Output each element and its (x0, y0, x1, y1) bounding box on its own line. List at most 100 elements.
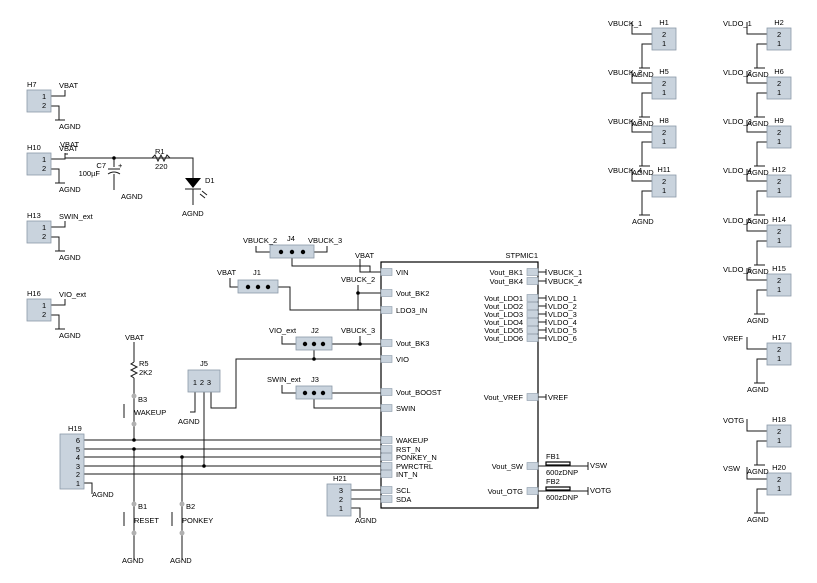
wire (746, 337, 767, 350)
net-label: VLDO_3 (723, 117, 752, 126)
agnd-label: AGND (747, 70, 769, 79)
wire (278, 286, 358, 311)
jumper-pin (265, 284, 271, 290)
wire (51, 299, 66, 306)
net-label: VIO_ext (59, 290, 87, 299)
agnd-label: AGND (632, 217, 654, 226)
ic-pin-label: Vout_LDO5 (484, 326, 523, 335)
resistor-r5 (129, 361, 139, 379)
junction-dot (356, 291, 360, 295)
header-h10 (26, 152, 52, 176)
switch-contact (179, 501, 185, 507)
header-h20 (766, 472, 792, 496)
components (26, 27, 792, 536)
agnd-label: AGND (170, 556, 192, 565)
net-label: VBUCK_3 (341, 326, 375, 335)
wire (756, 488, 767, 513)
wire (51, 153, 66, 160)
net-label: VBAT (355, 251, 374, 260)
switch-contact (131, 530, 137, 536)
header-ref: H17 (772, 333, 786, 342)
pin-number: 1 (42, 223, 46, 232)
junction-dot (312, 357, 316, 361)
wire (51, 90, 66, 97)
wire (357, 285, 381, 311)
header-ref: H2 (774, 18, 784, 27)
header-ref: H13 (27, 211, 41, 220)
wire (281, 385, 296, 394)
wire (756, 190, 767, 215)
wire (631, 169, 652, 182)
net-label: VOTG (723, 416, 744, 425)
net-label: VBAT (125, 333, 144, 342)
wire (631, 22, 652, 35)
net-label: VBUCK_3 (308, 236, 342, 245)
part-ref: B3 (138, 395, 147, 404)
agnd-label: AGND (747, 267, 769, 276)
wire (51, 314, 60, 329)
net-label: VLDO_3 (548, 310, 577, 319)
ic-pin-vout_ldo6 (526, 334, 539, 342)
header-h9 (766, 125, 792, 149)
header-ref: H18 (772, 415, 786, 424)
header-ref: H1 (659, 18, 669, 27)
pin-number: 2 (339, 495, 343, 504)
jumper-ref: J5 (200, 359, 208, 368)
wire (313, 399, 381, 409)
agnd-label: AGND (121, 192, 143, 201)
junction-dot (132, 438, 136, 442)
wire (746, 22, 767, 35)
net-label: VBUCK_2 (243, 236, 277, 245)
header-ref: H21 (333, 474, 347, 483)
ic-pin-vout_otg (526, 487, 539, 495)
switch-label: PONKEY (182, 516, 213, 525)
header-ref: H15 (772, 264, 786, 273)
ic-pin-label: VIN (396, 268, 409, 277)
pin-number: 6 (76, 436, 80, 445)
ic-pin-label: Vout_SW (492, 462, 524, 471)
pin-number: 1 (662, 88, 666, 97)
part-value: 2K2 (139, 368, 152, 377)
pin-number: 1 (777, 39, 781, 48)
part-ref: FB2 (546, 477, 560, 486)
pin-number: 3 (339, 486, 343, 495)
pin-number: 2 (42, 164, 46, 173)
net-label: VBUCK_2 (608, 68, 642, 77)
net-label: VLDO_6 (723, 265, 752, 274)
net-label: VLDO_5 (723, 216, 752, 225)
agnd-label: AGND (747, 467, 769, 476)
wire (746, 120, 767, 133)
part-ref: R1 (155, 147, 165, 156)
pin-number: 2 (662, 128, 666, 137)
net-label: VBAT (217, 268, 236, 277)
header-h21 (326, 483, 352, 517)
net-label: VLDO_4 (723, 166, 752, 175)
led-d1 (185, 178, 201, 188)
switch-label: RESET (134, 516, 159, 525)
part-value: 220 (155, 162, 168, 171)
ic-pin-vout_bk4 (526, 277, 539, 285)
wire (51, 236, 60, 251)
pin-number: 1 (662, 186, 666, 195)
pin-number: 2 (777, 177, 781, 186)
ic-pin-label: SWIN (396, 404, 416, 413)
jumper-pin (320, 390, 326, 396)
header-h11 (651, 174, 677, 198)
resistor-r1 (151, 153, 171, 163)
pin-number: 2 (42, 101, 46, 110)
cap-plate-curved (107, 171, 121, 175)
wire (756, 92, 767, 117)
wire (65, 157, 194, 178)
ic-pin-vout_bk2 (380, 289, 393, 297)
jumper-pin (311, 341, 317, 347)
header-ref: H19 (68, 424, 82, 433)
ic-pin-label: PONKEY_N (396, 453, 437, 462)
agnd-label: AGND (59, 122, 81, 131)
agnd-label: AGND (92, 490, 114, 499)
part-ref: B2 (186, 502, 195, 511)
part-value: 600zDNP (546, 493, 578, 502)
header-ref: H7 (27, 80, 37, 89)
pin-number: 1 (777, 285, 781, 294)
wire (210, 358, 314, 409)
